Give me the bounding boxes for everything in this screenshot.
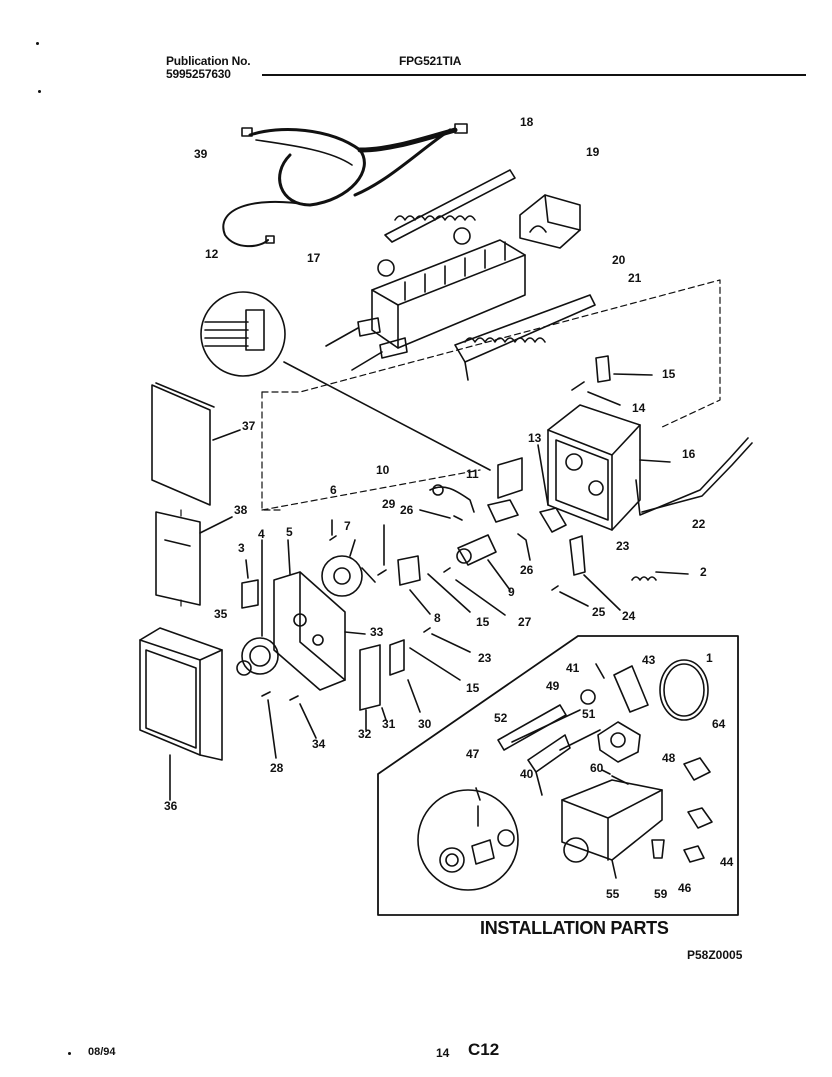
model-number: FPG521TIA xyxy=(399,54,462,68)
scan-speck xyxy=(38,90,41,93)
callout-number: 15 xyxy=(476,615,490,629)
callout-number: 51 xyxy=(582,707,596,721)
callout-number: 12 xyxy=(205,247,219,261)
callout-number: 13 xyxy=(528,431,542,445)
connector-detail-part xyxy=(200,291,491,471)
installation-region-part xyxy=(377,635,739,916)
callout-number: 14 xyxy=(632,401,646,415)
callout-number: 23 xyxy=(616,539,630,553)
ejector-blade-part xyxy=(384,169,516,243)
callout-number: 25 xyxy=(592,605,606,619)
footer-page-number: 14 xyxy=(436,1046,450,1060)
callout-number: 23 xyxy=(478,651,492,665)
callout-number: 32 xyxy=(358,727,372,741)
callout-number: 60 xyxy=(590,761,604,775)
callout-number: 55 xyxy=(606,887,620,901)
callout-number: 20 xyxy=(612,253,626,267)
control-housing-part xyxy=(547,404,753,531)
callout-number: 9 xyxy=(508,585,515,599)
callout-number: 39 xyxy=(194,147,208,161)
housing-cover-part xyxy=(139,627,223,801)
callout-number: 59 xyxy=(654,887,668,901)
callout-number: 22 xyxy=(692,517,706,531)
installation-parts-title: INSTALLATION PARTS xyxy=(480,918,669,938)
callout-number: 26 xyxy=(400,503,414,517)
ice-mold-part xyxy=(325,227,526,371)
callout-number: 48 xyxy=(662,751,676,765)
callout-number: 24 xyxy=(622,609,636,623)
callout-number: 15 xyxy=(662,367,676,381)
callout-number: 26 xyxy=(520,563,534,577)
stripper-part xyxy=(454,294,596,381)
callout-number: 1 xyxy=(706,651,713,665)
callout-number: 41 xyxy=(566,661,580,675)
assembly-outline-part xyxy=(180,279,721,611)
callout-number: 27 xyxy=(518,615,532,629)
callout-number: 18 xyxy=(520,115,534,129)
scan-speck xyxy=(36,42,39,45)
callout-number: 30 xyxy=(418,717,432,731)
scan-speck xyxy=(68,1052,71,1055)
callout-number: 6 xyxy=(330,483,337,497)
callout-number: 37 xyxy=(242,419,256,433)
cover-part xyxy=(519,194,581,249)
callout-number: 64 xyxy=(712,717,726,731)
callout-number: 38 xyxy=(234,503,248,517)
callout-number: 5 xyxy=(286,525,293,539)
header-rule xyxy=(262,74,806,76)
callout-number: 7 xyxy=(344,519,351,533)
callout-number: 43 xyxy=(642,653,656,667)
callout-number: 52 xyxy=(494,711,508,725)
callout-number: 21 xyxy=(628,271,642,285)
callout-number: 15 xyxy=(466,681,480,695)
callout-number: 47 xyxy=(466,747,480,761)
callout-number: 40 xyxy=(520,767,534,781)
callout-number: 31 xyxy=(382,717,396,731)
callout-number: 2 xyxy=(700,565,707,579)
mounting-plate-part xyxy=(273,539,346,691)
footer-section: C12 xyxy=(468,1040,500,1059)
callout-number: 46 xyxy=(678,881,692,895)
callout-number: 35 xyxy=(214,607,228,621)
callout-number: 17 xyxy=(307,251,321,265)
footer-date: 08/94 xyxy=(88,1046,116,1058)
callout-number: 36 xyxy=(164,799,178,813)
manual-part xyxy=(155,511,201,606)
wire-harness-part xyxy=(222,123,468,248)
callout-number: 16 xyxy=(682,447,696,461)
callout-number: 28 xyxy=(270,761,284,775)
callout-number: 33 xyxy=(370,625,384,639)
manual-part xyxy=(151,384,211,506)
callout-number: 49 xyxy=(546,679,560,693)
callout-number: 4 xyxy=(258,527,265,541)
callout-number: 44 xyxy=(720,855,734,869)
publication-label: Publication No. xyxy=(166,54,251,68)
callout-number: 8 xyxy=(434,611,441,625)
callout-number: 11 xyxy=(466,467,479,481)
callout-number: 34 xyxy=(312,737,326,751)
callout-number: 19 xyxy=(586,145,600,159)
drawing-code: P58Z0005 xyxy=(687,948,743,962)
callout-number: 10 xyxy=(376,463,390,477)
callout-number: 3 xyxy=(238,541,245,555)
publication-number: 5995257630 xyxy=(166,67,231,81)
callout-number: 29 xyxy=(382,497,396,511)
